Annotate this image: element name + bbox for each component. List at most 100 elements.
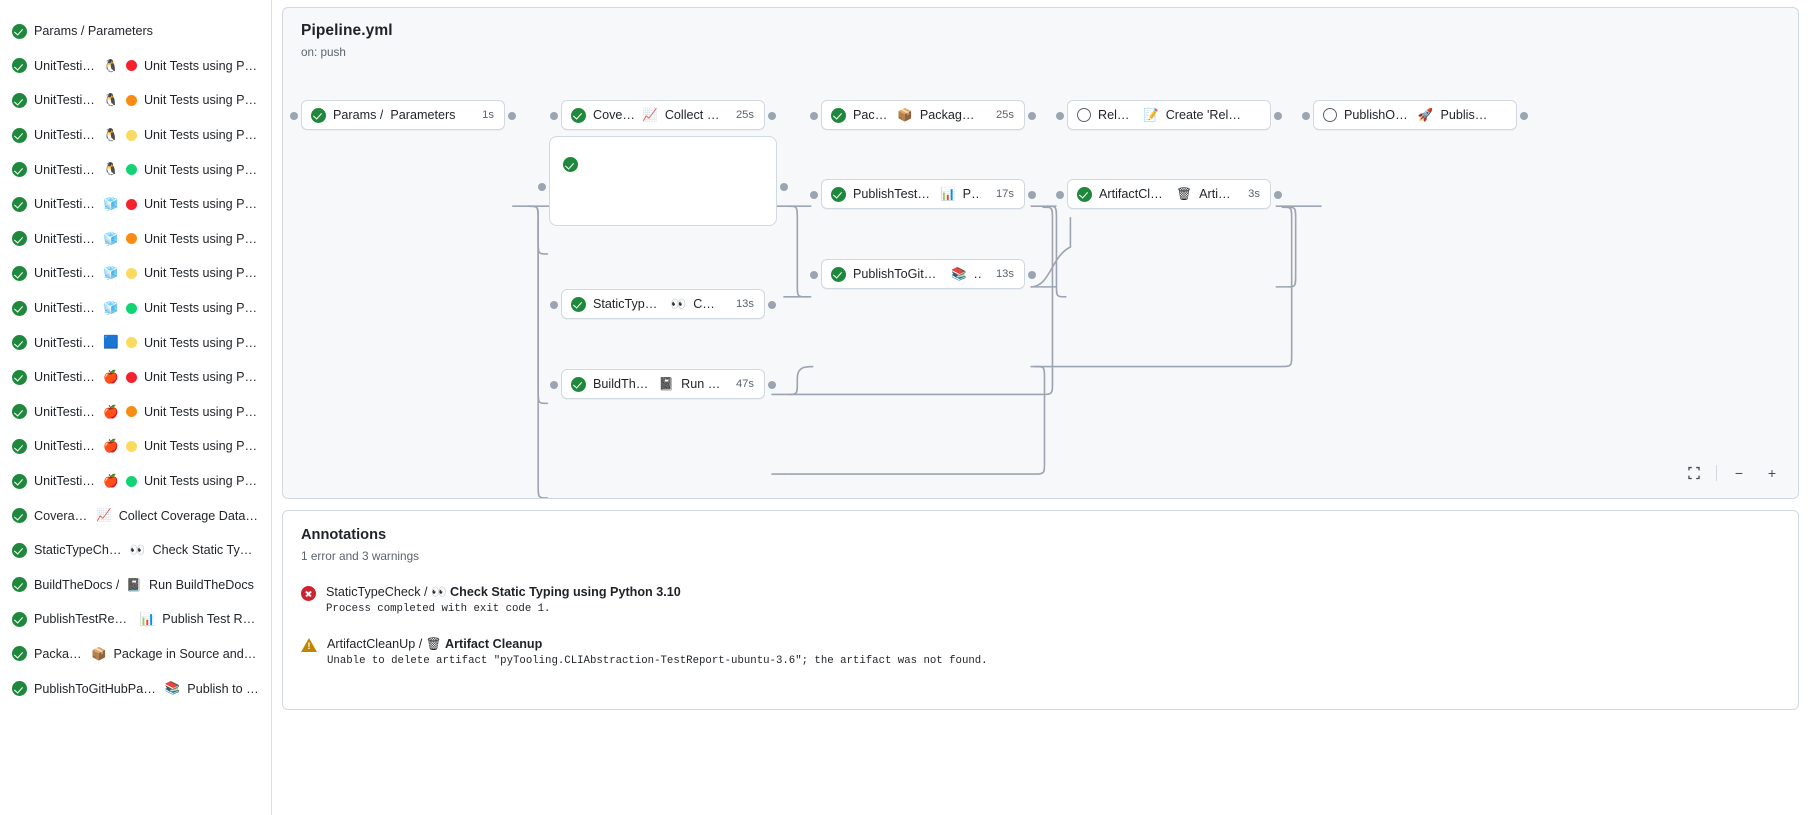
pipeline-graph-card[interactable]: Pipeline.yml on: push [282,7,1799,499]
sidebar-item-name: UnitTesting / [34,266,97,281]
sidebar-item[interactable]: UnitTesting / 🐧Unit Tests using Pyth... [4,83,267,118]
graph-node-coverage[interactable]: Coverage / 📈Collect Cove...25s [550,100,776,130]
node-duration: 13s [735,298,754,310]
status-success-icon [12,335,27,351]
version-dot-icon [125,406,137,418]
sidebar-item[interactable]: UnitTesting / 🧊 Unit Tests using Pyth... [4,256,267,291]
graph-node-ghpages[interactable]: PublishToGitHubPages / 📚...13s [810,259,1036,289]
sidebar-item-label: Unit Tests using Pyth... [143,162,259,177]
sidebar-item[interactable]: BuildTheDocs / 📓Run BuildTheDocs [4,568,267,603]
sidebar-item-label: Unit Tests using Pyth... [143,128,259,143]
annotation-detail: Unable to delete artifact "pyTooling.CLI… [327,655,988,667]
graph-node-cleanup[interactable]: ArtifactCleanUp / 🗑Artifac...3s [1056,179,1282,209]
sidebar-item-name: UnitTesting / [34,301,97,316]
zoom-out-button[interactable]: − [1734,465,1744,481]
status-success-icon [12,611,27,627]
node-duration: 17s [995,188,1014,200]
show-all-jobs-link[interactable] [550,172,776,179]
warning-icon [301,638,317,653]
node-input-port [810,112,818,120]
node-input-port [1302,112,1310,120]
node-job-name: PublishToGitHubPages / [853,267,945,281]
sidebar-item-name: StaticTypeCheck / [34,543,123,558]
sidebar-item[interactable]: UnitTesting / 🐧Unit Tests using Pyth... [4,118,267,153]
node-input-port [290,112,298,120]
node-input-port [550,301,558,309]
node-output-port [1520,112,1528,120]
sidebar-item[interactable]: UnitTesting / 🐧 Unit Tests using Pyth... [4,152,267,187]
sidebar-item-name: UnitTesting / [34,231,97,246]
sidebar-item[interactable]: UnitTesting / 🧊Unit Tests using Pyth... [4,222,267,257]
sidebar-item[interactable]: UnitTesting / 🍎Unit Tests using Pyth... [4,464,267,499]
graph-node-release[interactable]: Release / 📝Create 'Release P... [1056,100,1282,130]
sidebar-item[interactable]: StaticTypeCheck / 👀Check Static Typing..… [4,533,267,568]
status-success-icon [12,231,27,247]
matrix-group[interactable] [538,136,788,226]
node-emoji-icon: 📝 [1143,107,1159,122]
sidebar-item-name: UnitTesting / [34,93,97,108]
status-success-icon [12,265,27,281]
sidebar-item-label: Unit Tests using Pyth... [143,197,259,212]
platform-emoji-icon: 🐧 [103,162,119,177]
graph-node-pypi[interactable]: PublishOnPyPI / 🚀Publish to ... [1302,100,1528,130]
graph-node-package[interactable]: Package / 📦Package in So...25s [810,100,1036,130]
sidebar-item[interactable]: UnitTesting / 🟦Unit Tests using Pyth... [4,325,267,360]
sidebar-item[interactable]: PublishTestResults / 📊Publish Test Resu.… [4,602,267,637]
sidebar-item[interactable]: UnitTesting / 🍎Unit Tests using Pyth... [4,395,267,430]
sidebar-item-name: UnitTesting / [34,404,97,419]
fit-screen-icon[interactable] [1683,462,1705,484]
sidebar-item-name: UnitTesting / [34,162,97,177]
annotation-item: ArtifactCleanUp / 🗑 Artifact CleanupUnab… [301,637,1798,667]
node-step-label: Pu... [962,187,981,201]
annotation-heading: StaticTypeCheck / 👀 Check Static Typing … [326,585,681,599]
graph-node-docs[interactable]: BuildTheDocs / 📓Run Buil...47s [550,369,776,399]
version-dot-icon [125,371,137,383]
sidebar-item[interactable]: UnitTesting / 🍎Unit Tests using Pyth... [4,429,267,464]
zoom-in-button[interactable]: + [1767,465,1777,481]
node-output-port [1274,191,1282,199]
sidebar-item[interactable]: UnitTesting / 🧊Unit Tests using Pyth... [4,187,267,222]
sidebar-item[interactable]: Coverage / 📈Collect Coverage Data usi... [4,498,267,533]
status-queued-icon [1323,108,1337,122]
node-job-name: ArtifactCleanUp / [1099,187,1169,201]
graph-header: Pipeline.yml on: push [283,8,1798,59]
platform-emoji-icon: 🍎 [103,473,119,488]
sidebar-item[interactable]: UnitTesting / 🧊Unit Tests using Pyth... [4,291,267,326]
node-duration: 1s [482,109,494,121]
version-dot-icon [125,129,137,141]
zoom-controls[interactable]: − + [1683,462,1783,484]
sidebar-item[interactable]: Params / Parameters [4,14,267,49]
sidebar-item[interactable]: PublishToGitHubPages / 📚Publish to G... [4,671,267,706]
platform-emoji-icon: 🧊 [103,266,119,281]
node-input-port [1056,112,1064,120]
node-emoji-icon: 📦 [897,107,913,122]
status-success-icon [12,162,27,178]
status-success-icon [12,473,27,489]
graph-node-testresults[interactable]: PublishTestResults / 📊Pu...17s [810,179,1036,209]
node-step-label: Artifac... [1199,187,1233,201]
sidebar-item-label: Unit Tests using Pyth... [143,266,259,281]
platform-emoji-icon: 🍎 [103,369,119,384]
sidebar-item-name: PublishToGitHubPages / [34,681,158,696]
platform-emoji-icon: 📚 [164,681,181,696]
sidebar-item-name: Coverage / [34,508,89,523]
sidebar-item[interactable]: UnitTesting / 🍎Unit Tests using Pyth... [4,360,267,395]
sidebar-item-name: PublishTestResults / [34,612,133,627]
annotations-card: Annotations 1 error and 3 warnings Stati… [282,510,1799,710]
node-output-port [1028,191,1036,199]
sidebar-item[interactable]: UnitTesting / 🐧Unit Tests using Pyth... [4,49,267,84]
node-job-name: Params / [333,108,384,122]
sidebar-item[interactable]: Package / 📦Package in Source and Wh... [4,637,267,672]
node-output-port [508,112,516,120]
graph-node-stc[interactable]: StaticTypeCheck / 👀Chec...13s [550,289,776,319]
status-success-icon [12,196,27,212]
platform-emoji-icon: 👀 [129,542,146,557]
platform-emoji-icon: 🍎 [103,439,119,454]
node-output-port [1274,112,1282,120]
node-job-name: PublishTestResults / [853,187,934,201]
version-dot-icon [125,60,137,72]
